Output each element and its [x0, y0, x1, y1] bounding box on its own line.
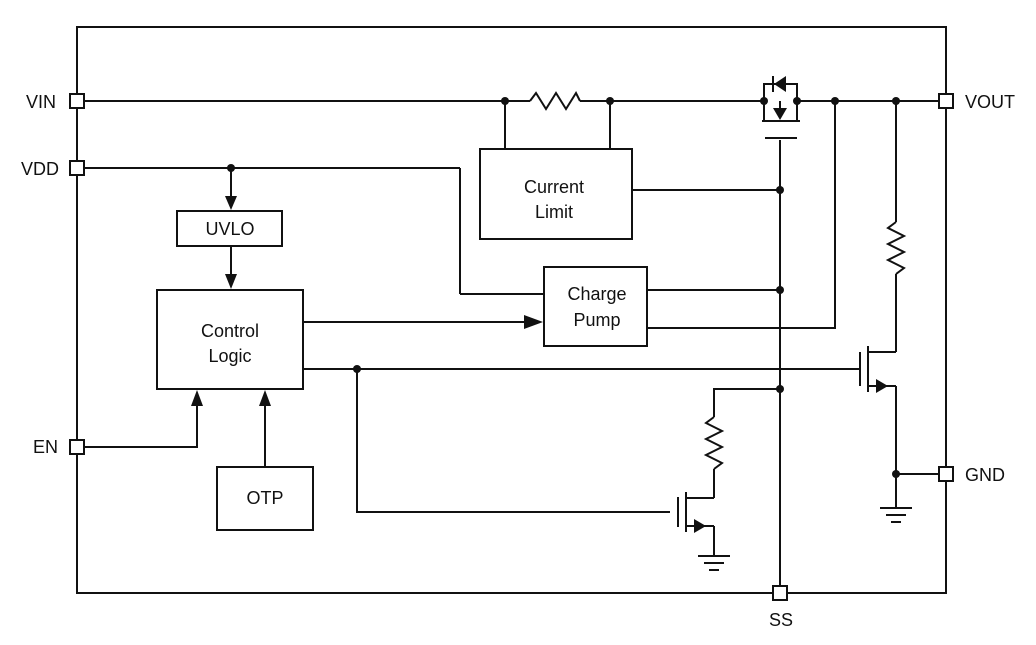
current-limit-label-2: Limit [535, 202, 573, 222]
otp-block [216, 466, 314, 531]
current-limit-label-1: Current [524, 177, 584, 197]
ss-pin [772, 585, 788, 601]
control-logic-block [156, 289, 304, 390]
otp-label: OTP [246, 488, 283, 508]
en-pin-label: EN [33, 437, 58, 457]
uvlo-block [176, 210, 283, 247]
charge-pump-block [543, 266, 648, 347]
en-pin [69, 439, 85, 455]
charge-pump-label-2: Pump [573, 310, 620, 330]
junction-dots [227, 97, 900, 478]
ground-symbol-right [880, 507, 912, 523]
vin-pin [69, 93, 85, 109]
control-logic-label-2: Logic [208, 346, 251, 366]
control-logic-label-1: Control [201, 321, 259, 341]
ground-symbol-ss [698, 555, 730, 571]
vdd-pin [69, 160, 85, 176]
chip-outline [76, 26, 947, 594]
current-limit-block [479, 148, 633, 240]
uvlo-label: UVLO [205, 219, 254, 239]
vout-pin [938, 93, 954, 109]
gnd-pin [938, 466, 954, 482]
discharge-fet-ss [677, 492, 706, 533]
signal-arrows [191, 196, 543, 406]
pass-mosfet [762, 76, 800, 139]
vout-pin-label: VOUT [965, 92, 1015, 112]
vin-pin-label: VIN [26, 92, 56, 112]
charge-pump-label-1: Charge [567, 284, 626, 304]
discharge-fet-right [859, 346, 888, 393]
ss-pin-label: SS [769, 610, 793, 630]
gnd-pin-label: GND [965, 465, 1005, 485]
vdd-pin-label: VDD [21, 159, 59, 179]
